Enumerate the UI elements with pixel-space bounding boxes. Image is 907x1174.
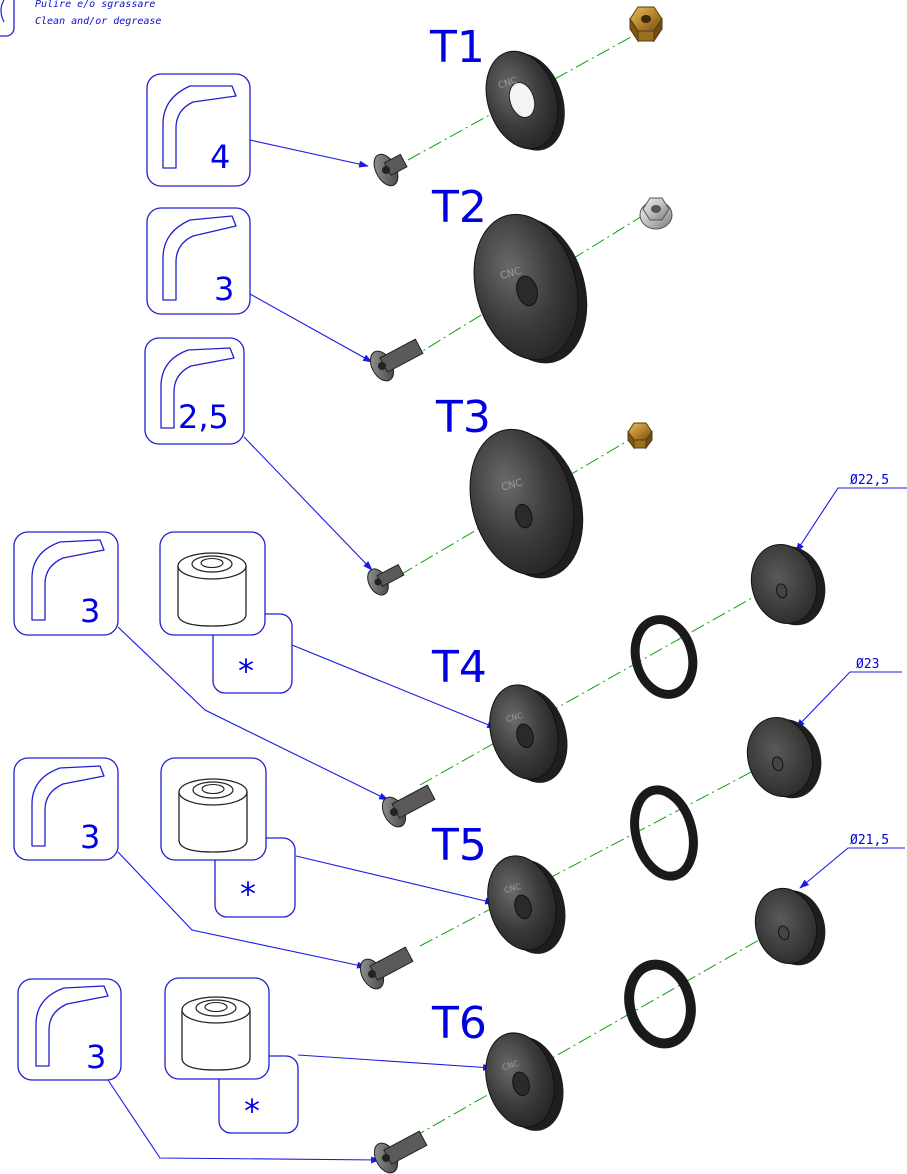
axis-t4 [419,584,776,786]
tool-box-t1: 4 [146,73,251,187]
glue-box-t4: * [159,531,293,694]
flange-nut-t2 [639,197,673,230]
o-ring-t4 [630,615,698,699]
allen-key-icon [35,985,109,1067]
threadlocker-bottle-icon [178,778,248,853]
leader-t3-tool [243,436,373,571]
diameter-label-t4: Ø22,5 [850,473,889,488]
glue-mark: * [238,652,254,690]
leader-t5-tool [117,851,367,969]
spacer-t6 [754,887,826,966]
note-line-italian: Pulire e/o sgrassare [35,0,155,10]
spacer-t4 [750,543,826,626]
bolt-t1 [373,153,408,187]
castle-nut-t3 [627,422,653,450]
tool-box-t6: 3 [17,978,122,1081]
parts-t4: CNC [381,543,826,828]
disc-t2: CNC [473,213,588,364]
tool-size-label: 2,5 [178,398,229,436]
leader-t5-glue [295,855,495,905]
o-ring-t6 [624,959,696,1049]
tool-size-label: 3 [214,270,234,308]
parts-t2: CNC [369,197,673,382]
group-label-t2: T2 [431,182,487,233]
bolt-t3 [367,563,405,596]
tool-box-t3: 2,5 [144,337,245,445]
allen-key-icon [160,347,235,429]
group-label-t1: T1 [429,22,485,73]
leader-t5-diameter [795,671,902,729]
bolt-t6 [373,1130,428,1174]
note-line-english: Clean and/or degrease [35,16,161,27]
axis-t3 [399,435,637,576]
diameter-label-t5: Ø23 [856,657,879,672]
tool-size-label: 4 [210,138,230,176]
leader-t1-tool [249,139,369,168]
group-label-t6: T6 [431,998,487,1049]
glue-box-t5: * [160,757,296,918]
disc-brand-text: CNC [500,477,524,493]
group-labels: T1 T2 T3 T4 T5 T6 [429,22,491,1049]
group-label-t4: T4 [431,642,487,693]
tool-box-t4: 3 [13,531,119,636]
tool-size-label: 3 [80,592,100,630]
glue-box-t6: * [164,977,299,1134]
tool-size-label: 3 [86,1038,106,1076]
disc-brand-text: CNC [505,711,524,724]
diameter-labels: Ø22,5 Ø23 Ø21,5 [838,473,907,849]
leader-t4-diameter [795,487,907,553]
parts-t6: CNC [373,887,826,1174]
spacer-t5 [746,716,822,799]
diameter-label-t6: Ø21,5 [850,833,889,848]
leader-t4-tool [117,626,389,801]
tool-callouts: 4 3 2,5 3 * [13,73,299,1134]
group-label-t3: T3 [435,392,491,443]
disc-brand-text: CNC [501,1059,520,1072]
allen-key-icon [162,215,237,301]
castle-nut-t1 [629,6,663,43]
disc-brand-text: CNC [503,882,522,895]
group-label-t5: T5 [431,820,487,871]
bolt-t5 [359,946,414,990]
disc-t5: CNC [487,855,566,954]
glue-mark: * [244,1092,260,1130]
leader-t6-glue [297,1054,493,1071]
axis-t5 [419,757,779,947]
leader-lines [107,139,907,1164]
allen-key-icon [31,765,105,847]
allen-key-icon [162,85,237,169]
tool-box-t5: 3 [13,757,119,861]
threadlocker-bottle-icon [177,552,247,627]
leader-t4-glue [291,644,497,729]
disc-brand-text: CNC [499,266,523,282]
clean-degrease-note: Pulire e/o sgrassare Clean and/or degrea… [0,0,161,37]
disc-t6: CNC [485,1032,564,1131]
parts-t3: CNC [367,422,653,596]
tool-box-t2: 3 [146,207,251,315]
leader-t2-tool [249,293,373,363]
disc-t1: CNC [485,50,565,151]
bolt-t2 [369,338,424,382]
parts-t1: CNC [373,6,663,187]
leader-t6-tool [107,1079,381,1164]
o-ring-t5 [630,785,698,881]
axis-t6 [411,927,781,1139]
glue-mark: * [240,875,256,913]
tool-size-label: 3 [80,818,100,856]
allen-key-icon [31,539,105,621]
disc-t3: CNC [469,428,584,579]
disc-t4: CNC [489,684,568,783]
bolt-t4 [381,784,436,828]
parts-t5: CNC [359,716,822,990]
leader-t6-diameter [799,847,905,889]
threadlocker-bottle-icon [181,996,251,1071]
